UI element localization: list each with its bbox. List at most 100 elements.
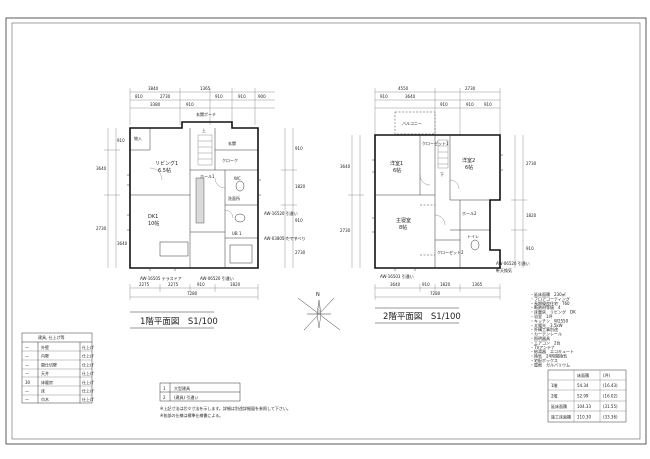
plan1-stairs (197, 134, 213, 166)
spec-item: ・太陽光 3.5kW (530, 322, 563, 328)
area-table-cell: 延床面積 (551, 403, 567, 409)
plan1-dim-bottom-3: 1820 (230, 282, 241, 287)
plan2-title: 2階平面図 S1/100 (383, 311, 461, 322)
plan1-dim-bottom-5: 7280 (187, 291, 198, 296)
plan2-dim-right-2: 910 (526, 246, 534, 251)
plan2-dim-top-3: 3640 (405, 94, 416, 99)
plan2-closet2-label: クローゼット2 (437, 249, 464, 255)
plan2-dim-top-5: 910 (466, 102, 474, 107)
area-table-cells: 床面積 (坪) 1階 54.34 (16.43) 2階 52.99 (16.02) 延床面積 10… (551, 372, 618, 420)
plan1-porch-label: 玄関ポーチ (196, 111, 216, 117)
plan1-dk-size: 10帖 (148, 220, 159, 227)
plan2-dim-right-1: 2730 (526, 161, 537, 166)
plan1-dim-left-1: 2730 (96, 226, 107, 231)
legend-finish: 仕上げ (82, 379, 94, 385)
plan1-bathtub (229, 244, 253, 264)
floor-plan-2: 4550 2730 910 3640 910 910 910 バルコニー (340, 86, 537, 324)
legend-finish: 仕上げ (82, 388, 94, 394)
plan2-dim-bottom-2: 1820 (440, 282, 451, 287)
area-table-cell: 54.34 (577, 383, 589, 388)
plan1-dim-top-8: 910 (186, 102, 194, 107)
plan2-note-0: AW-16503 引違い (380, 273, 414, 279)
plan2-bed2-label: 洋室2 (462, 157, 475, 164)
area-table-cell: (16.43) (603, 383, 618, 388)
plan1-note-2: AW-16520 引違い (264, 210, 298, 216)
spec-item: ・浴室 1坪 (530, 313, 553, 319)
plan1-outer-wall (129, 121, 259, 269)
spec-item: ・キッチン W2550 (530, 318, 569, 323)
legend-code: — (25, 397, 29, 402)
spec-item: ・断熱材等級 4 (530, 304, 561, 310)
plan2-closet1-label: クローゼット1 (422, 140, 449, 146)
spec-item: ・延床面積 230㎡ (530, 291, 566, 297)
plan2-bed1-label: 洋室1 (390, 160, 403, 167)
plan1-dim-bottom-0: 2275 (139, 282, 150, 287)
plan1-living-size: 6.5帖 (158, 167, 171, 174)
compass-label: N (316, 292, 320, 298)
plan2-toilet-label: トイレ (467, 234, 479, 239)
plan1-dim-bottom-1: 2275 (168, 282, 179, 287)
legend-item: 巾木 (41, 396, 49, 402)
spec-item: ・エアコン 2台 (530, 339, 561, 345)
plan1-dim-right-0: 910 (295, 146, 303, 151)
footnote-1: ※各部の仕様は標準仕様書による。 (160, 412, 223, 418)
legend-code: — (25, 354, 29, 359)
plan1-dim-right-1: 1820 (295, 184, 306, 189)
legend-code: — (25, 371, 29, 376)
spec-item: ・屋根 ガルバリウム (530, 361, 570, 367)
area-table-cell: 2階 (551, 393, 558, 399)
plan2-dim-top-1: 2730 (465, 86, 476, 91)
plan2-dim-bottom-0: 3640 (390, 282, 401, 287)
plan2-dim-top-2: 910 (380, 94, 388, 99)
plan2-dim-top-4: 910 (440, 102, 448, 107)
area-table-cell: (16.02) (603, 394, 618, 399)
plan1-dim-top-0: 3840 (148, 86, 159, 91)
area-table-cell: 施工床面積 (551, 414, 571, 420)
small-table: 1 大型建具 2 (建具) 引違い (159, 382, 241, 402)
legend-finish: 仕上げ (82, 344, 94, 350)
area-table-cell: 104.33 (577, 404, 591, 409)
plan1-hall-label: ホール1 (200, 174, 215, 179)
spec-item: ・長期優良住宅 T60 (530, 300, 570, 306)
plan1-dim-top-4: 910 (215, 94, 223, 99)
legend-code: 30 (25, 380, 31, 385)
plan1-dim-left-0: 3640 (96, 166, 107, 171)
plan2-toilet (470, 239, 480, 251)
area-table-cell: 52.99 (577, 394, 589, 399)
area-table-cell: 1階 (551, 382, 558, 388)
plan2-balcony-label: バルコニー (402, 121, 422, 126)
legend-code: — (25, 345, 29, 350)
area-table-cell: 110.30 (577, 415, 591, 420)
floor-plan-1: 3840 1365 810 2730 910 910 900 3380 910 … (96, 86, 306, 329)
legend-finish: 仕上げ (82, 396, 94, 402)
spec-item: ・照明器具 (530, 335, 550, 341)
sheet-border (5, 17, 647, 445)
plan2-outer-wall (374, 134, 501, 269)
spec-item: ・カーテンレール (530, 331, 562, 337)
plan2-balcony (394, 111, 436, 135)
sheet-frame (11, 22, 641, 440)
plan1-dim-top-2: 810 (135, 94, 143, 99)
legend-code: — (25, 362, 29, 367)
area-table-header: (坪) (603, 372, 611, 378)
plan2-stairs (437, 139, 449, 169)
plan2-dim-left-1: 2730 (340, 228, 351, 233)
area-table-cell: (31.55) (603, 404, 618, 409)
plan1-note-0: AW-16505 テラスドア (140, 275, 182, 281)
plan1-entrance-label: 玄関 (228, 140, 236, 146)
plan1-kitchen-counter (195, 177, 205, 224)
plan2-lower-label: 下 (440, 172, 444, 177)
plan1-closet-label: クローク (222, 157, 238, 163)
plan2-dim-bottom-5: 7280 (430, 291, 441, 296)
area-table (547, 369, 627, 423)
spec-item: ・TVアンテナ (530, 344, 555, 350)
plan1-note-1: AW-06520 引違い (200, 275, 234, 281)
area-table-header: 床面積 (577, 372, 589, 378)
spec-item: ・宅配ボックス (530, 357, 558, 363)
spec-item: ・外構工事別途 (530, 326, 558, 332)
plan2-note-2: 軒天換気 (496, 267, 512, 273)
footnote-0: ※上記寸法は芯々寸法を示します。詳細は別途詳細図を参照して下さい。 (160, 405, 291, 411)
legend-item: 床 (41, 388, 45, 394)
plan1-living-label: リビング1 (155, 160, 178, 167)
small-table-num-0: 1 (163, 386, 166, 391)
